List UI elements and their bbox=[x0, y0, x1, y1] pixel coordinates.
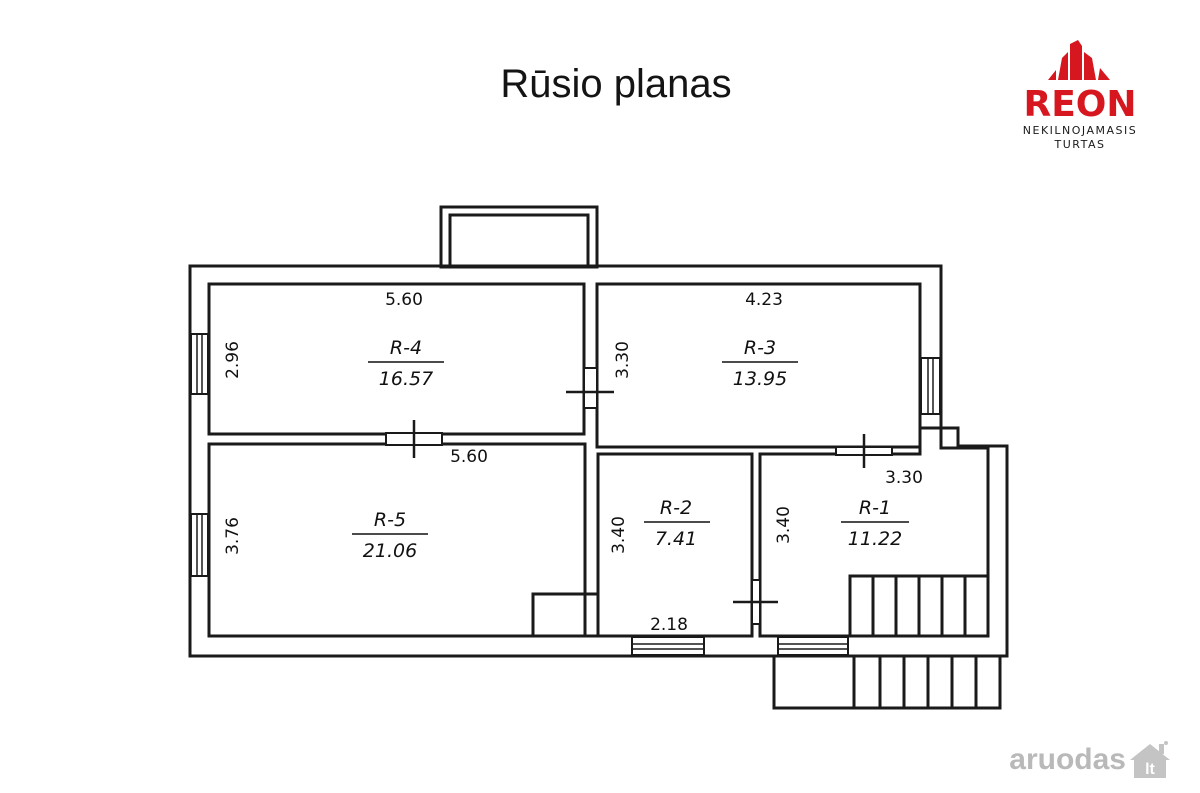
watermark-suffix: lt bbox=[1145, 761, 1155, 778]
room-id: R-1 bbox=[859, 497, 891, 519]
house-icon: lt bbox=[1130, 741, 1170, 778]
room-id: R-5 bbox=[374, 509, 406, 531]
room-label-r5: R-5 21.06 bbox=[352, 509, 428, 562]
dim-r2-height: 3.40 bbox=[609, 516, 629, 554]
dim-r5-width: 5.60 bbox=[450, 447, 488, 467]
reon-logo: REON NEKILNOJAMASIS TURTAS bbox=[1023, 40, 1137, 151]
outer-wall bbox=[188, 264, 1009, 658]
entrance-landing bbox=[772, 654, 856, 710]
window-r1 bbox=[777, 636, 849, 656]
window-r5 bbox=[190, 513, 209, 577]
logo-line2: TURTAS bbox=[1054, 138, 1106, 151]
room-label-r3: R-3 13.95 bbox=[722, 337, 798, 390]
watermark-text: aruodas bbox=[1009, 743, 1126, 776]
dim-r5-height: 3.76 bbox=[223, 517, 243, 555]
logo-name: REON bbox=[1023, 84, 1136, 125]
dim-r1-height: 3.40 bbox=[774, 506, 794, 544]
building-icon bbox=[1048, 40, 1110, 80]
door-r4-r3 bbox=[583, 367, 598, 409]
logo-line1: NEKILNOJAMASIS bbox=[1023, 124, 1137, 137]
page-title: Rūsio planas bbox=[500, 62, 732, 106]
room-id: R-4 bbox=[390, 337, 422, 359]
window-r2 bbox=[631, 636, 705, 656]
room-id: R-2 bbox=[660, 497, 692, 519]
room-area: 13.95 bbox=[733, 368, 787, 390]
room-area: 7.41 bbox=[655, 528, 697, 550]
room-area: 16.57 bbox=[379, 368, 433, 390]
window-r3 bbox=[920, 357, 941, 415]
room-label-r4: R-4 16.57 bbox=[368, 337, 444, 390]
room-area: 11.22 bbox=[848, 528, 902, 550]
room-area: 21.06 bbox=[363, 540, 417, 562]
dim-r1-width: 3.30 bbox=[885, 468, 923, 488]
chimney-block bbox=[531, 592, 600, 638]
dim-r2-width: 2.18 bbox=[650, 615, 688, 635]
dim-r3-height: 3.30 bbox=[613, 341, 633, 379]
room-label-r1: R-1 11.22 bbox=[841, 497, 909, 550]
dim-r4-height: 2.96 bbox=[223, 341, 243, 379]
window-r4 bbox=[190, 333, 209, 395]
aruodas-watermark: aruodas lt bbox=[1009, 740, 1174, 780]
room-label-r2: R-2 7.41 bbox=[644, 497, 710, 550]
dim-r3-width: 4.23 bbox=[745, 290, 783, 310]
room-id: R-3 bbox=[744, 337, 776, 359]
dim-r4-width: 5.60 bbox=[385, 290, 423, 310]
top-bay-inner bbox=[448, 213, 590, 269]
